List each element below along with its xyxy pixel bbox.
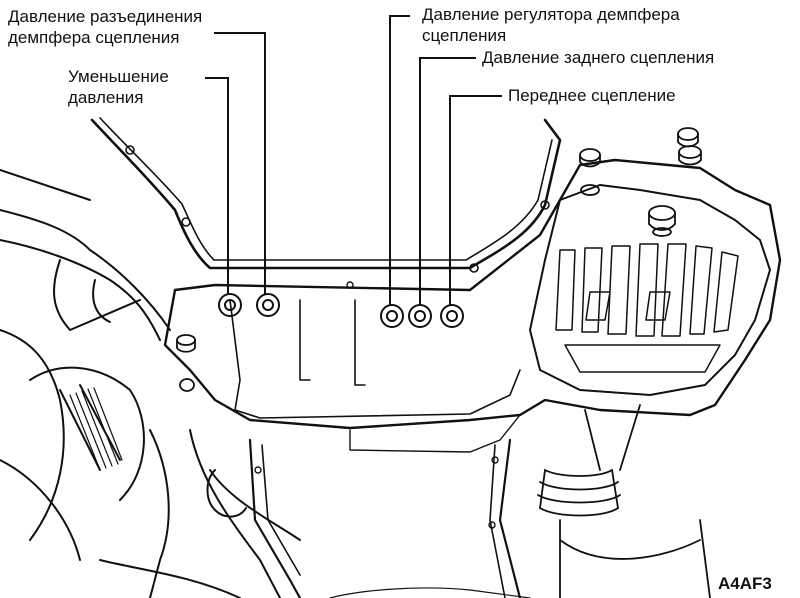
leader-damper-release bbox=[214, 32, 266, 294]
port-pressure-reduction bbox=[218, 293, 242, 317]
label-line: давления bbox=[68, 88, 144, 107]
figure-code: A4AF3 bbox=[718, 574, 772, 593]
port-front-clutch bbox=[440, 304, 464, 328]
valve-body-inner-outline bbox=[99, 117, 553, 261]
lower-pan-outline bbox=[248, 438, 522, 598]
test-ports bbox=[218, 293, 464, 328]
label-damper-release-pressure: Давление разъединения демпфера сцепления bbox=[6, 6, 205, 48]
label-line: сцепления bbox=[422, 26, 507, 45]
label-damper-regulator-pressure: Давление регулятора демпфера сцепления bbox=[420, 4, 682, 46]
label-line: демпфера сцепления bbox=[8, 28, 180, 47]
label-rear-clutch-pressure: Давление заднего сцепления bbox=[480, 47, 717, 68]
valve-body-outline bbox=[90, 118, 562, 270]
housing-outline bbox=[163, 158, 782, 430]
label-line: Уменьшение bbox=[68, 67, 169, 86]
extension-housing bbox=[529, 184, 771, 396]
label-line: Давление разъединения bbox=[8, 7, 203, 26]
port-damper-regulator bbox=[380, 304, 404, 328]
leader-damper-regulator bbox=[389, 15, 410, 305]
label-line: Переднее сцепление bbox=[508, 86, 676, 105]
leader-front-clutch bbox=[449, 95, 502, 305]
left-components bbox=[0, 169, 301, 598]
leader-rear-clutch bbox=[419, 57, 476, 305]
label-pressure-reduction: Уменьшение давления bbox=[66, 66, 171, 108]
leader-pressure-reduction bbox=[205, 77, 229, 294]
shaft-boot bbox=[537, 404, 711, 598]
label-front-clutch: Переднее сцепление bbox=[506, 85, 678, 106]
port-damper-release bbox=[256, 293, 280, 317]
label-line: Давление заднего сцепления bbox=[482, 48, 715, 67]
label-line: Давление регулятора демпфера bbox=[422, 5, 680, 24]
